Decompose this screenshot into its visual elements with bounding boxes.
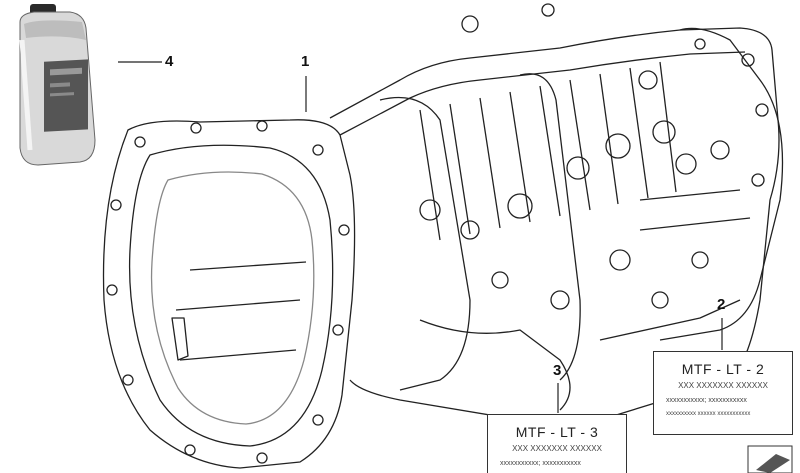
- label-2-line-2: xxxxxxxxxxx; xxxxxxxxxxx: [666, 397, 747, 404]
- label-3-title: MTF - LT - 3: [515, 424, 599, 440]
- label-card-mtf-lt-3: MTF - LT - 3 XXX XXXXXXX XXXXXX xxxxxxxx…: [487, 414, 627, 473]
- label-2-line-3: xxxxxxxxxx xxxxxx xxxxxxxxxxx: [666, 411, 751, 417]
- label-2-title: MTF - LT - 2: [681, 361, 765, 377]
- callout-2: 2: [717, 296, 726, 313]
- callout-3: 3: [553, 362, 562, 379]
- callout-4: 4: [165, 53, 174, 70]
- callout-1: 1: [301, 53, 310, 70]
- label-3-line-2: xxxxxxxxxxx; xxxxxxxxxxx: [500, 460, 581, 467]
- label-2-line-1: XXX XXXXXXX XXXXXX: [678, 381, 768, 390]
- oil-bottle-icon: [19, 4, 96, 166]
- transmission-drawing: [102, 3, 784, 469]
- small-part-fragment: [747, 445, 793, 473]
- label-3-line-1: XXX XXXXXXX XXXXXX: [512, 444, 602, 453]
- label-card-mtf-lt-2: MTF - LT - 2 XXX XXXXXXX XXXXXX xxxxxxxx…: [653, 351, 793, 435]
